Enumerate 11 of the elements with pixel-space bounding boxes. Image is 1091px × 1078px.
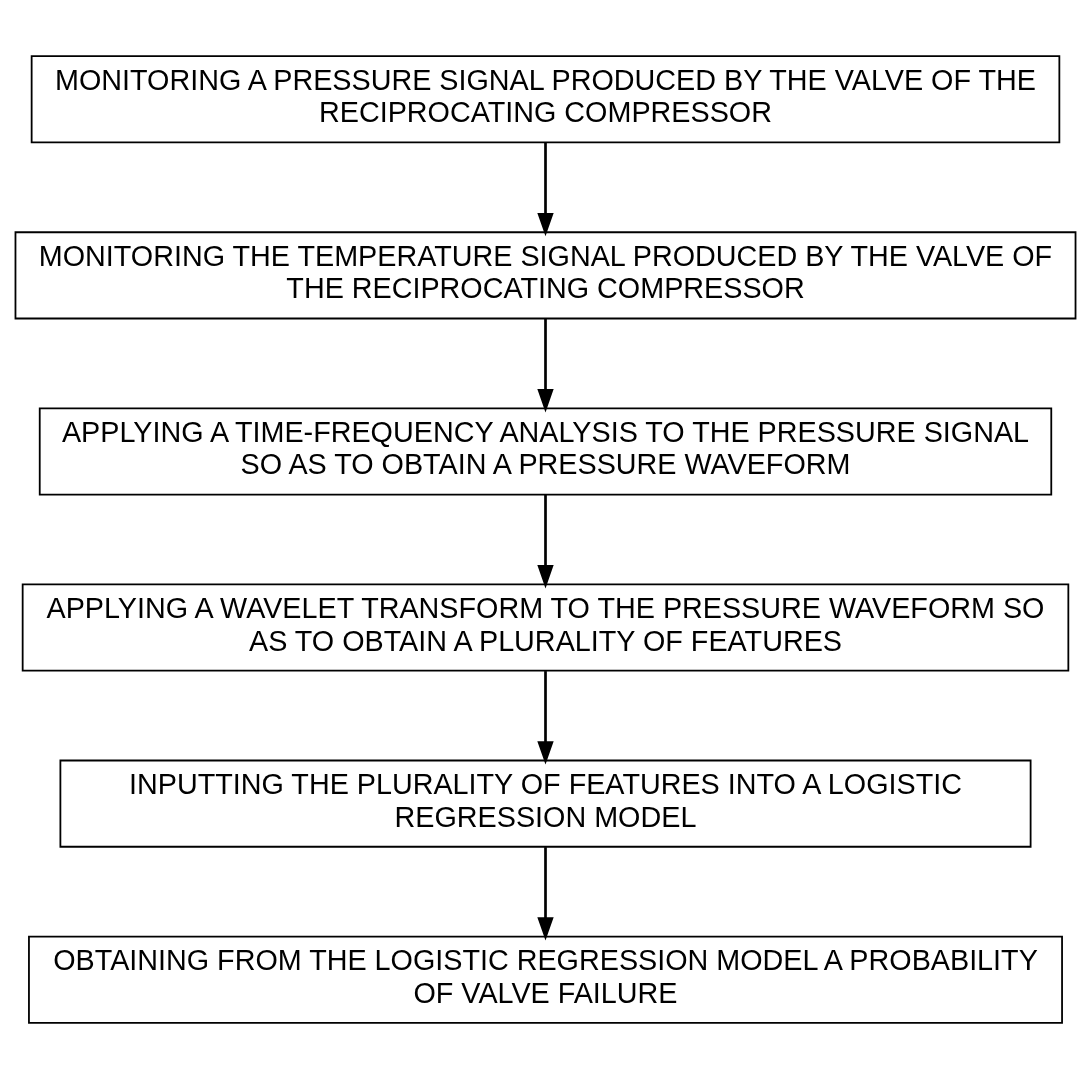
arrow [537, 846, 554, 941]
node-box: MONITORING A PRESSURE SIGNAL PRODUCED BY THE VALVE OF THE RECIPROCATING COMPRESSOR [30, 54, 1061, 143]
node-box: INPUTTING THE PLURALITY OF FEATURES INTO A LOGISTIC REGRESSION MODEL [59, 759, 1032, 848]
node-box: APPLYING A TIME-FREQUENCY ANALYSIS TO THE PRESSURE SIGNAL SO AS TO OBTAIN A PRESSURE WAVEFORM [38, 406, 1053, 495]
arrow [537, 142, 554, 236]
arrow [537, 670, 554, 765]
arrow [537, 494, 554, 588]
node-box: APPLYING A WAVELET TRANSFORM TO THE PRESSURE WAVEFORM SO AS TO OBTAIN A PLURALITY OF FEATURES [21, 583, 1070, 672]
node-box: MONITORING THE TEMPERATURE SIGNAL PRODUCED BY THE VALVE OF THE RECIPROCATING COMPRESSOR [14, 230, 1077, 319]
arrow [537, 318, 554, 412]
node-box: OBTAINING FROM THE LOGISTIC REGRESSION MODEL A PROBABILITY OF VALVE FAILURE [28, 935, 1063, 1024]
